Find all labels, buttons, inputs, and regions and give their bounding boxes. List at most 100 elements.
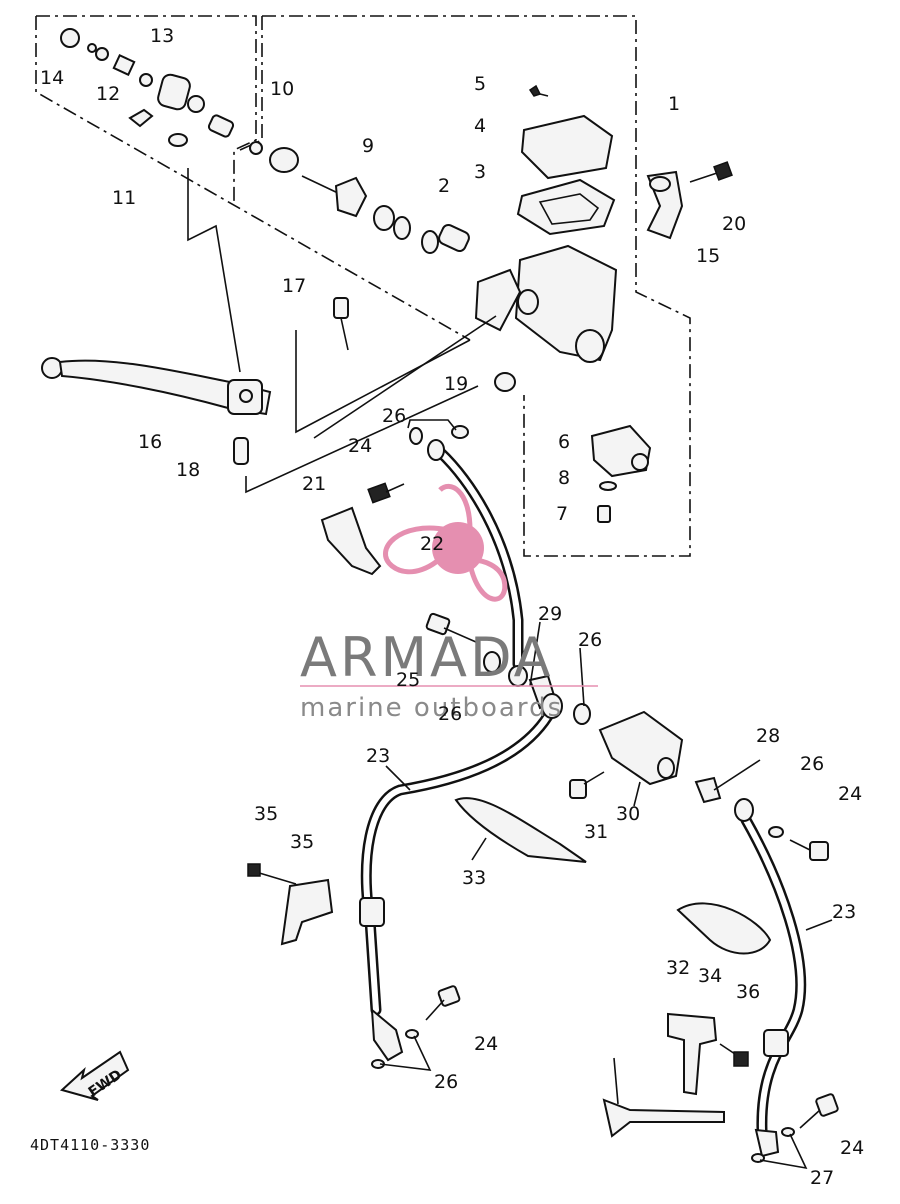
callout-label: 11: [112, 187, 136, 209]
callout-label: 15: [696, 245, 720, 267]
part-washer-26e: [751, 1127, 795, 1163]
propeller-logo-icon: [383, 483, 508, 602]
part-screw-7: [597, 505, 611, 523]
part-bolt-24c: [789, 839, 829, 861]
callout-label: 18: [176, 459, 200, 481]
leader-line: [759, 1133, 808, 1170]
part-hose-23-right: [734, 798, 807, 1158]
callout-label: 26: [438, 703, 462, 725]
part-bolt-17: [333, 297, 349, 351]
callout-label: 33: [462, 867, 486, 889]
part-washer-26c: [371, 1029, 419, 1069]
part-lever-16: [41, 357, 272, 416]
callout-label: 26: [800, 753, 824, 775]
leader-line: [407, 419, 457, 431]
part-nut-19: [494, 372, 516, 392]
part-cover-21: [320, 506, 382, 576]
part-bolt-25: [425, 612, 477, 643]
part-cover-4: [520, 114, 614, 180]
callout-label: 35: [290, 831, 314, 853]
callout-label: 9: [362, 135, 374, 157]
diagram-code: 4DT4110-3330: [30, 1136, 150, 1154]
watermark-brand: ARMADA: [300, 626, 554, 689]
leader-line: [529, 621, 541, 687]
leader-line: [313, 315, 497, 439]
callout-label: 12: [96, 83, 120, 105]
callout-label: 24: [474, 1033, 498, 1055]
callout-label: 23: [832, 901, 856, 923]
part-switch-11: [157, 73, 205, 147]
callout-label: 28: [756, 725, 780, 747]
watermark-tagline: marine outboards: [300, 693, 563, 723]
callout-label: 26: [434, 1071, 458, 1093]
part-boot: [269, 147, 299, 173]
part-guide-32: [454, 797, 587, 863]
part-spring-small: [112, 53, 153, 87]
part-screw-8: [599, 481, 617, 491]
part-washer-26a: [409, 425, 469, 445]
callout-label: 36: [736, 981, 760, 1003]
part-bolt-35b: [719, 1043, 749, 1067]
part-washer-26b: [483, 651, 591, 725]
callout-label: 17: [282, 275, 306, 297]
leader-line: [295, 330, 471, 434]
callout-label: 25: [396, 669, 420, 691]
callout-label: 16: [138, 431, 162, 453]
callout-label: 26: [382, 405, 406, 427]
callout-label: 22: [420, 533, 444, 555]
callout-label: 6: [558, 431, 570, 453]
callout-labels: 1 2 3 4 5 6 7 8 9 10 11 12 13 14 15 16 1…: [40, 25, 864, 1189]
part-hose-23-left: [359, 693, 563, 1062]
part-guide-31: [676, 902, 772, 955]
part-bolt-24a: [367, 482, 405, 504]
leader-line: [713, 759, 761, 791]
group-outline-master-cylinder: [35, 15, 691, 557]
callout-label: 24: [838, 783, 862, 805]
forward-arrow-icon: FWD: [59, 1050, 130, 1101]
callout-label: 27: [810, 1167, 834, 1189]
leader-line: [805, 919, 833, 931]
leader-line: [579, 647, 585, 707]
leader-line: [613, 1057, 619, 1105]
callout-label: 3: [474, 161, 486, 183]
part-bolt-24b: [425, 985, 461, 1021]
part-switch-6: [590, 424, 652, 478]
part-master-cylinder-1: [474, 244, 618, 363]
part-bracket-33: [667, 1012, 718, 1096]
callout-label: 13: [150, 25, 174, 47]
part-spring-10: [207, 114, 263, 155]
callout-label: 2: [438, 175, 450, 197]
callout-label: 14: [40, 67, 64, 89]
leader-line: [245, 385, 479, 494]
part-screw-5: [528, 84, 549, 97]
callout-label: 19: [444, 373, 468, 395]
callout-label: 1: [668, 93, 680, 115]
callout-label: 8: [558, 467, 570, 489]
part-washer-26d: [768, 826, 784, 838]
part-piston-kit-2: [373, 205, 470, 254]
callout-label: 21: [302, 473, 326, 495]
part-clamp-15: [646, 170, 684, 240]
leader-line: [187, 168, 241, 373]
part-bracket-34: [247, 863, 334, 946]
part-cap-14: [60, 28, 80, 48]
callout-label: 29: [538, 603, 562, 625]
part-hose-22: [427, 439, 528, 687]
leader-line: [379, 1035, 432, 1071]
part-collar-18: [233, 437, 249, 465]
leader-line: [471, 837, 487, 861]
part-bolt-20: [689, 161, 733, 183]
callout-label: 24: [348, 435, 372, 457]
callout-label: 35: [254, 803, 278, 825]
leader-line: [633, 781, 641, 807]
part-diaphragm-3: [516, 178, 616, 236]
callout-label: 23: [366, 745, 390, 767]
watermark: ARMADA marine outboards: [300, 483, 598, 723]
part-bracket-27: [694, 776, 722, 804]
part-joint-29: [598, 710, 684, 786]
callout-label: 7: [556, 503, 568, 525]
part-piston-9: [301, 175, 368, 218]
part-guide-36: [602, 1098, 725, 1138]
callout-label: 4: [474, 115, 486, 137]
